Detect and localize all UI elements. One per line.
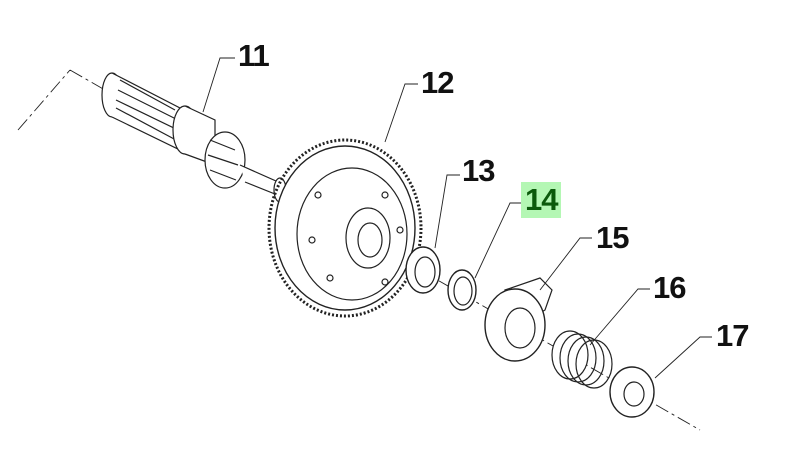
callout-12[interactable]: 12 [421, 65, 454, 100]
part-14-circlip[interactable] [447, 269, 477, 311]
callout-14-highlighted[interactable]: 14 [521, 182, 562, 218]
part-11-shaft[interactable] [101, 72, 287, 203]
callout-16[interactable]: 16 [653, 270, 686, 305]
part-13-washer[interactable] [405, 246, 441, 294]
part-16-spring[interactable] [551, 330, 613, 389]
leader-lines [202, 57, 712, 379]
part-15-clutch[interactable] [484, 277, 553, 362]
part-17-washer[interactable] [609, 366, 655, 418]
callout-13[interactable]: 13 [462, 153, 495, 188]
part-12-gear[interactable] [267, 138, 423, 318]
callout-11[interactable]: 11 [238, 38, 270, 73]
callout-15[interactable]: 15 [596, 220, 629, 255]
callout-17[interactable]: 17 [716, 318, 749, 353]
